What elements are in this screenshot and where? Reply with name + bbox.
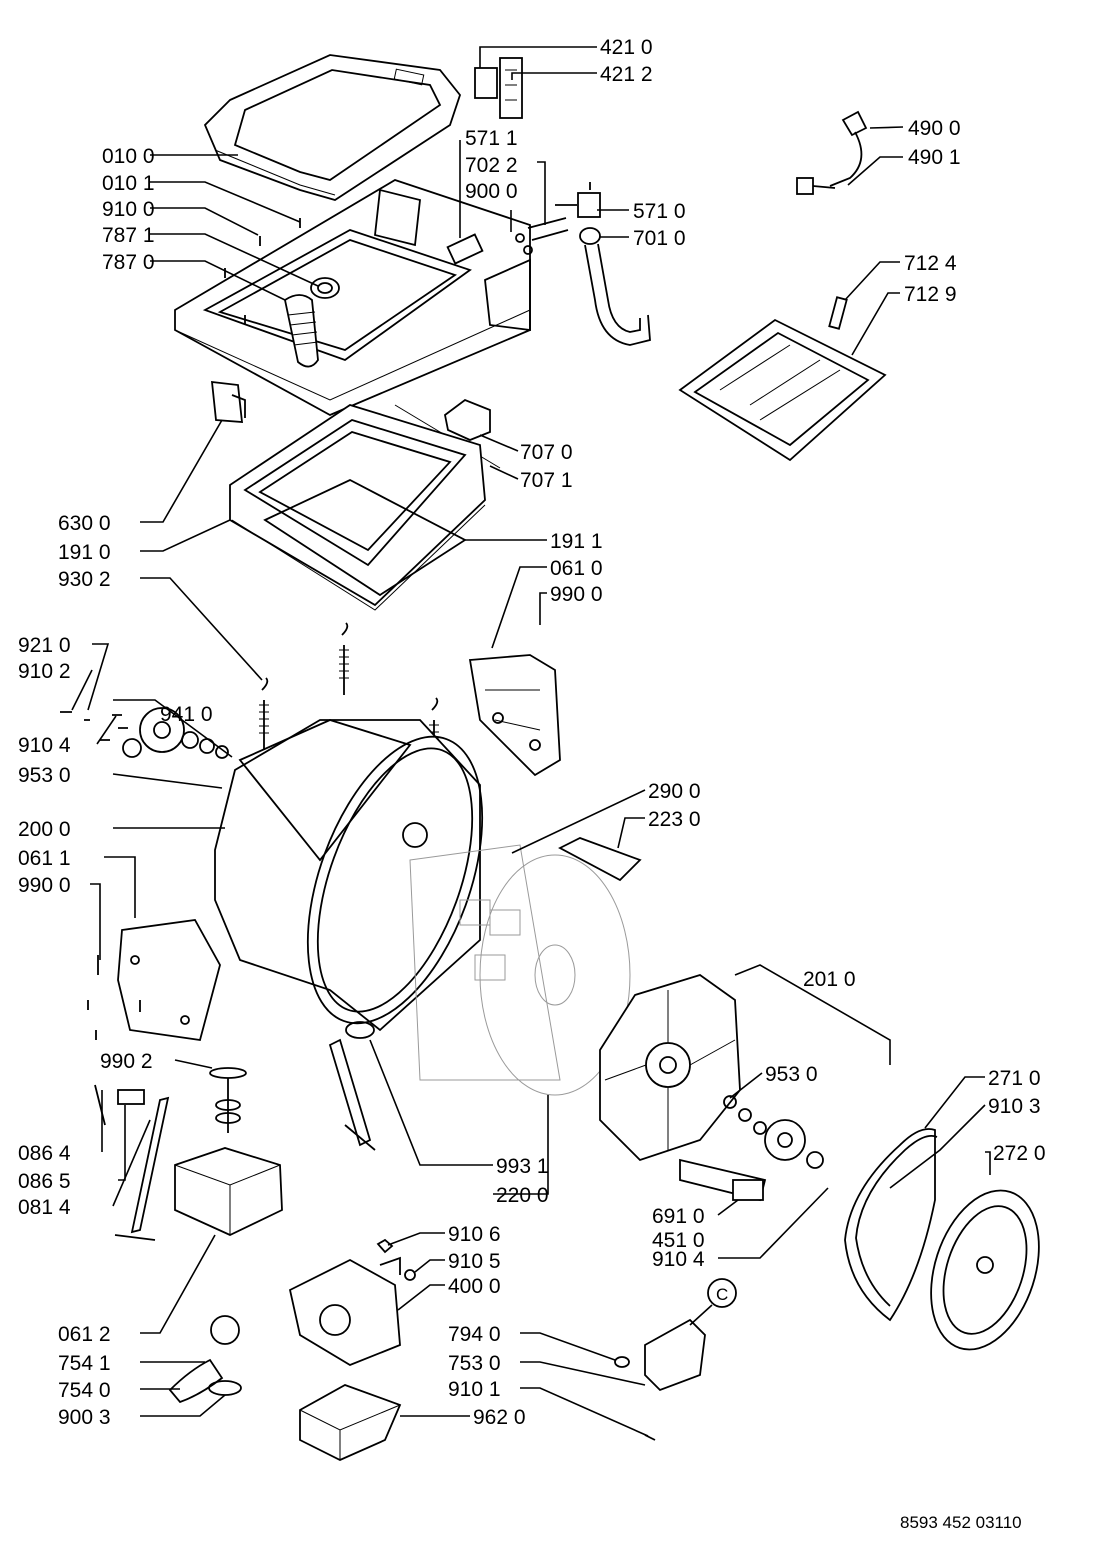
label-910-3: 910 3 [988, 1095, 1041, 1118]
label-086-5: 086 5 [18, 1170, 71, 1193]
label-421-2: 421 2 [600, 63, 653, 86]
part-drain-pump [288, 1256, 401, 1367]
label-712-4: 712 4 [904, 252, 957, 275]
label-990-0-top: 990 0 [550, 583, 603, 606]
label-910-1: 910 1 [448, 1378, 501, 1401]
part-tray [299, 1384, 402, 1461]
label-753-0: 753 0 [448, 1352, 501, 1375]
label-571-0: 571 0 [633, 200, 686, 223]
part-tub-rear [599, 974, 741, 1162]
label-900-3: 900 3 [58, 1406, 111, 1429]
label-701-0: 701 0 [633, 227, 686, 250]
label-910-4-left: 910 4 [18, 734, 71, 757]
part-drain-hose [168, 1315, 242, 1404]
part-labels: 421 0 421 2 571 1 702 2 900 0 571 0 701 … [18, 36, 1046, 1429]
label-794-0: 794 0 [448, 1323, 501, 1346]
part-inlet-valve-hose [515, 182, 651, 346]
part-pump-screws [376, 1238, 416, 1281]
label-962-0: 962 0 [473, 1406, 526, 1429]
label-061-0: 061 0 [550, 557, 603, 580]
part-control-panel [678, 296, 887, 462]
label-223-0: 223 0 [648, 808, 701, 831]
label-787-1: 787 1 [102, 224, 155, 247]
label-490-0: 490 0 [908, 117, 961, 140]
label-691-0: 691 0 [652, 1205, 705, 1228]
label-993-1: 993 1 [496, 1155, 549, 1178]
label-220-0: 220 0 [496, 1184, 549, 1207]
label-910-4-right: 910 4 [652, 1248, 705, 1271]
part-drum [409, 844, 631, 1096]
label-421-0: 421 0 [600, 36, 653, 59]
label-702-2: 702 2 [465, 154, 518, 177]
part-counterweight-base [174, 1147, 283, 1236]
label-061-2: 061 2 [58, 1323, 111, 1346]
part-bearing-right [679, 1095, 824, 1202]
label-290-0: 290 0 [648, 780, 701, 803]
label-953-0-right: 953 0 [765, 1063, 818, 1086]
part-shock-absorbers [94, 1038, 376, 1241]
label-941-0: 941 0 [160, 703, 213, 726]
label-712-9: 712 9 [904, 283, 957, 306]
label-630-0: 630 0 [58, 512, 111, 535]
part-belt-pulley [844, 1128, 1040, 1351]
label-930-2: 930 2 [58, 568, 111, 591]
label-754-0: 754 0 [58, 1379, 111, 1402]
label-010-0: 010 0 [102, 145, 155, 168]
label-910-2: 910 2 [18, 660, 71, 683]
label-191-0: 191 0 [58, 541, 111, 564]
part-hardware-stack [209, 1067, 247, 1133]
label-010-1: 010 1 [102, 172, 155, 195]
label-272-0: 272 0 [993, 1142, 1046, 1165]
leader-lines [71, 46, 991, 1437]
circle-marker-c: C [707, 1278, 737, 1308]
part-block-630 [210, 380, 246, 423]
circle-marker-c-letter: C [716, 1285, 728, 1304]
footer-document-code: 8593 452 03110 [900, 1513, 1022, 1532]
part-hose-elbow [283, 277, 340, 368]
label-787-0: 787 0 [102, 251, 155, 274]
label-953-0-left: 953 0 [18, 764, 71, 787]
part-drum-lifter [558, 837, 642, 882]
part-counterweight-top [468, 654, 561, 777]
label-921-0: 921 0 [18, 634, 71, 657]
part-sensor [614, 1318, 706, 1441]
part-cabinet-top [174, 179, 531, 416]
label-571-1: 571 1 [465, 127, 518, 150]
label-081-4: 081 4 [18, 1196, 71, 1219]
label-490-1: 490 1 [908, 146, 961, 169]
part-screws-910-0 [224, 218, 301, 325]
label-707-1: 707 1 [520, 469, 573, 492]
part-counterweight-front [87, 919, 221, 1042]
label-201-0: 201 0 [803, 968, 856, 991]
label-910-5: 910 5 [448, 1250, 501, 1273]
label-754-1: 754 1 [58, 1352, 111, 1375]
part-mains-cable [796, 110, 868, 195]
label-451-0: 451 0 [652, 1229, 705, 1252]
part-lid-frame [203, 54, 462, 201]
part-tub-front [214, 719, 484, 1039]
label-990-0-left: 990 0 [18, 874, 71, 897]
label-086-4: 086 4 [18, 1142, 71, 1165]
label-061-1: 061 1 [18, 847, 71, 870]
label-910-6: 910 6 [448, 1223, 501, 1246]
part-bearing-left [60, 707, 229, 759]
part-tub-ring [229, 404, 486, 611]
label-200-0: 200 0 [18, 818, 71, 841]
label-910-0: 910 0 [102, 198, 155, 221]
label-271-0: 271 0 [988, 1067, 1041, 1090]
label-191-1: 191 1 [550, 530, 603, 553]
label-400-0: 400 0 [448, 1275, 501, 1298]
part-lid-switch [474, 57, 523, 119]
label-990-2: 990 2 [100, 1050, 153, 1073]
label-900-0-top: 900 0 [465, 180, 518, 203]
label-707-0: 707 0 [520, 441, 573, 464]
